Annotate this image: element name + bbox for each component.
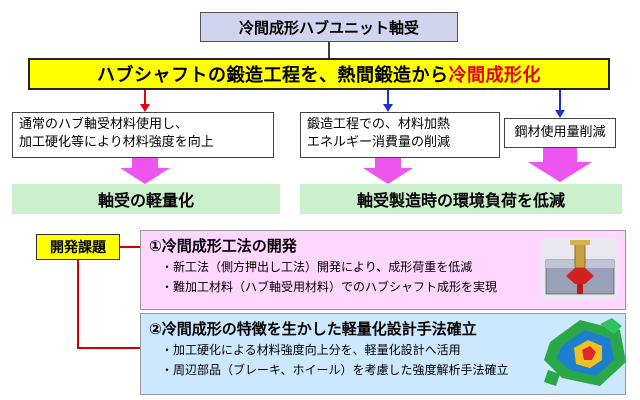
block-arrow-mid-icon <box>363 158 413 184</box>
block-arrow-left-icon <box>120 158 170 184</box>
banner-text: ハブシャフトの鍛造工程を、熱間鍛造から <box>97 65 449 86</box>
stress-analysis-image <box>544 318 626 386</box>
arrow-down-blue-icon <box>383 104 393 112</box>
outcome-lightweight: 軸受の軽量化 <box>12 184 280 214</box>
arrow-down-red-icon <box>140 104 150 112</box>
effect-line: 鋼材使用量削減 <box>514 125 606 140</box>
outcome-environment: 軸受製造時の環境負荷を低減 <box>300 184 622 214</box>
process-banner: ハブシャフトの鍛造工程を、熱間鍛造から冷間成形化 <box>28 58 610 90</box>
effect-box-steel: 鋼材使用量削減 <box>504 118 616 148</box>
panel-heading: ①冷間成形工法の開発 <box>149 237 297 255</box>
panel-item: ・加工硬化による材料強度向上分を、軽量化設計へ活用 <box>161 343 461 357</box>
effect-line: 通常のハブ軸受材料使用し、 <box>19 117 189 132</box>
banner-highlight: 冷間成形化 <box>448 65 541 86</box>
dev-connector-lower <box>77 260 140 349</box>
panel-item: ・周辺部品（ブレーキ、ホイール）を考慮した強度解析手法確立 <box>161 363 509 377</box>
block-arrow-right-icon <box>528 148 592 182</box>
diagram-title: 冷間成形ハブユニット軸受 <box>200 12 458 42</box>
arrow-down-blue-icon <box>555 110 565 118</box>
effect-box-energy: 鍛造工程での、材料加熱 エネルギー消費量の削減 <box>300 112 500 158</box>
panel-item: ・難加工材料（ハブ軸受用材料）でのハブシャフト成形を実現 <box>161 280 498 294</box>
effect-line: 加工硬化等により材料強度を向上 <box>19 135 214 150</box>
forging-cross-section-image <box>542 238 618 300</box>
effect-line: 鍛造工程での、材料加熱 <box>307 117 451 132</box>
panel-heading: ②冷間成形の特徴を生かした軽量化設計手法確立 <box>149 320 477 338</box>
panel-item: ・新工法（側方押出し工法）開発により、成形荷重を低減 <box>161 260 473 274</box>
effect-line: エネルギー消費量の削減 <box>307 135 451 150</box>
effect-box-material: 通常のハブ軸受材料使用し、 加工硬化等により材料強度を向上 <box>12 112 274 158</box>
dev-issues-label: 開発課題 <box>36 234 120 260</box>
